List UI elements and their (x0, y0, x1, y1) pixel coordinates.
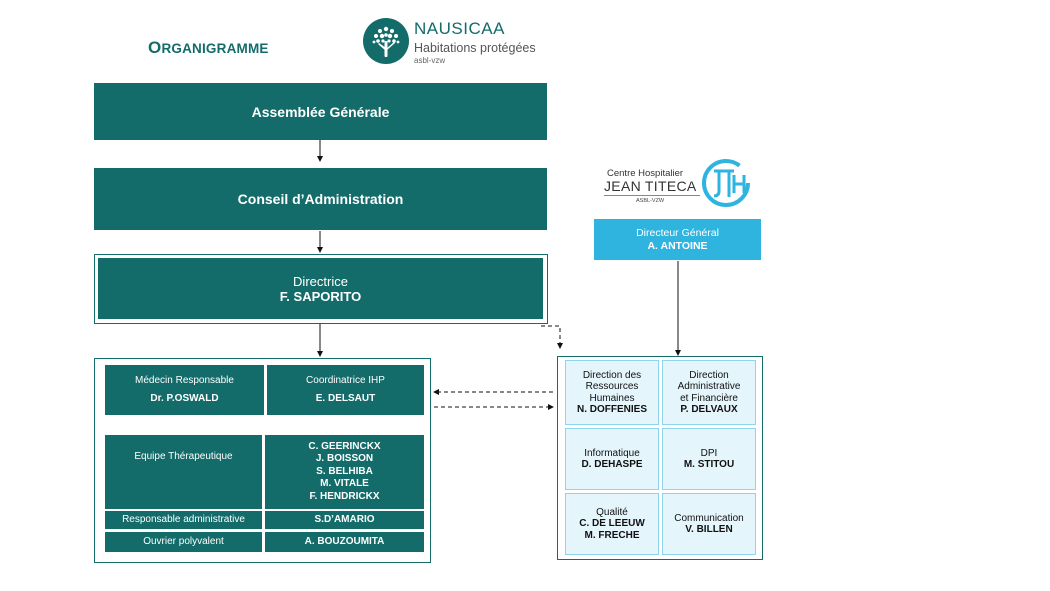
titeca-line1: Centre Hospitalier (607, 168, 684, 179)
daf-box: Direction Administrative et Financière P… (662, 360, 756, 425)
admin-role-cell: Responsable administrative (105, 511, 262, 529)
dg-name: A. ANTOINE (647, 239, 708, 252)
directrice-frame: Directrice F. SAPORITO (94, 254, 548, 324)
ouvrier-role-cell: Ouvrier polyvalent (105, 532, 262, 552)
directeur-general-box: Directeur Général A. ANTOINE (594, 219, 761, 260)
titeca-divider (604, 195, 700, 196)
nausicaa-name: NAUSICAA (414, 19, 505, 38)
page-title: ORGANIGRAMME (148, 38, 269, 57)
nausicaa-tagline: Habitations protégées (414, 41, 536, 55)
equipe-member: M. VITALE (320, 478, 369, 490)
equipe-member: S. BELHIBA (316, 465, 373, 477)
nausicaa-legal: asbl-vzw (414, 56, 446, 65)
nausicaa-team-frame: Médecin Responsable Dr. P.OSWALD Coordin… (94, 358, 431, 563)
assemblee-generale-box: Assemblée Générale (94, 83, 547, 140)
ouvrier-name-cell: A. BOUZOUMITA (265, 532, 424, 552)
nausicaa-logo: NAUSICAA Habitations protégées asbl-vzw (362, 17, 542, 67)
coordinatrice-box: Coordinatrice IHP E. DELSAUT (267, 365, 424, 415)
conseil-administration-box: Conseil d’Administration (94, 168, 547, 230)
admin-name-cell: S.D’AMARIO (265, 511, 424, 529)
informatique-box: Informatique D. DEHASPE (565, 428, 659, 490)
directrice-box: Directrice F. SAPORITO (98, 258, 543, 319)
equipe-member: J. BOISSON (315, 453, 374, 465)
titeca-logo: Centre Hospitalier JEAN TITECA ASBL-VZW (604, 157, 754, 209)
directrice-role: Directrice (293, 273, 348, 289)
communication-box: Communication V. BILLEN (662, 493, 756, 555)
directrice-name: F. SAPORITO (279, 288, 362, 304)
tree-icon (363, 18, 409, 64)
dg-role: Directeur Général (636, 227, 719, 239)
titeca-services-frame: Direction des Ressources Humaines N. DOF… (557, 356, 763, 560)
dpi-box: DPI M. STITOU (662, 428, 756, 490)
titeca-line2: JEAN TITECA (604, 178, 697, 194)
qualite-box: Qualité C. DE LEEUW M. FRECHE (565, 493, 659, 555)
equipe-member: F. HENDRICKX (309, 490, 380, 502)
jth-monogram-icon (702, 159, 750, 207)
drh-box: Direction des Ressources Humaines N. DOF… (565, 360, 659, 425)
equipe-role-cell: Equipe Thérapeutique (105, 435, 262, 509)
titeca-legal: ASBL-VZW (636, 198, 665, 204)
equipe-member: C. GEERINCKX (308, 440, 381, 452)
equipe-names-cell: C. GEERINCKX J. BOISSON S. BELHIBA M. VI… (265, 435, 424, 509)
medecin-box: Médecin Responsable Dr. P.OSWALD (105, 365, 264, 415)
